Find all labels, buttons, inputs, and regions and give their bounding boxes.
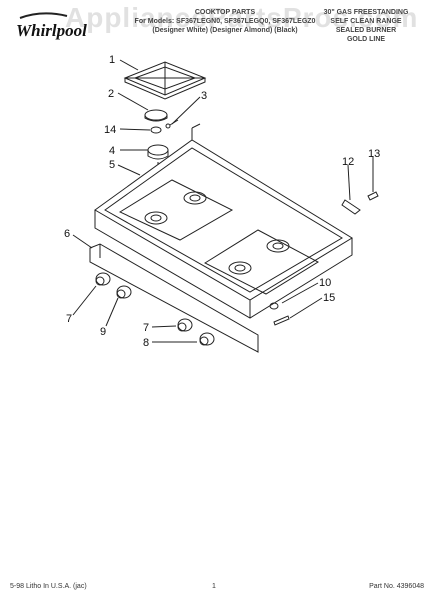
hardware-15 [273,315,290,326]
igniter-part [341,199,361,215]
burner-left-front [144,211,168,225]
callout-5: 5 [109,159,115,171]
footer-litho: 5-98 Litho In U.S.A. (jac) [10,583,87,590]
knob [95,272,111,286]
orifice [150,126,162,134]
callout-7-right: 7 [143,322,149,334]
header-desc-line1: 30" GAS FREESTANDING [323,9,409,16]
header-center: COOKTOP PARTS For Models: SF367LEGN0, SF… [110,8,340,35]
callout-1: 1 [109,54,115,66]
cooktop [94,123,353,319]
callout-7-left: 7 [66,313,72,325]
burner-right-front [228,261,252,275]
callout-14: 14 [104,124,116,136]
callout-3: 3 [201,90,207,102]
callout-10: 10 [319,277,331,289]
callout-6: 6 [64,228,70,240]
knob [177,318,193,332]
header-desc-line4: GOLD LINE [346,36,386,43]
manifold-panel [89,243,259,353]
knob [199,332,215,346]
svg-text:Whirlpool: Whirlpool [16,21,87,40]
header-title: COOKTOP PARTS [194,9,256,16]
hardware-10 [269,302,279,310]
footer-page-number: 1 [212,583,216,590]
whirlpool-logo: Whirlpool [12,12,102,42]
burner-cap [144,109,168,122]
callout-15: 15 [323,292,335,304]
header-models: For Models: SF367LEGN0, SF367LEGQ0, SF36… [134,18,316,25]
header-desc-line2: SELF CLEAN RANGE [330,18,402,25]
callout-4: 4 [109,145,115,157]
header-colors: (Designer White) (Designer Almond) (Blac… [152,27,298,34]
igniter-screw [367,191,379,201]
burner-left-rear [183,191,207,205]
knob [116,285,132,299]
callout-12: 12 [342,156,354,168]
callout-8: 8 [143,337,149,349]
burner-right-rear [266,239,290,253]
footer-part-number: Part No. 4396048 [369,583,424,590]
callout-2: 2 [108,88,114,100]
burner-grate [123,61,207,100]
callout-13: 13 [368,148,380,160]
header-right: 30" GAS FREESTANDING SELF CLEAN RANGE SE… [316,8,416,44]
watermark: AppliancePartsPros.com [65,2,419,33]
header-desc-line3: SEALED BURNER [335,27,397,34]
callout-9: 9 [100,326,106,338]
